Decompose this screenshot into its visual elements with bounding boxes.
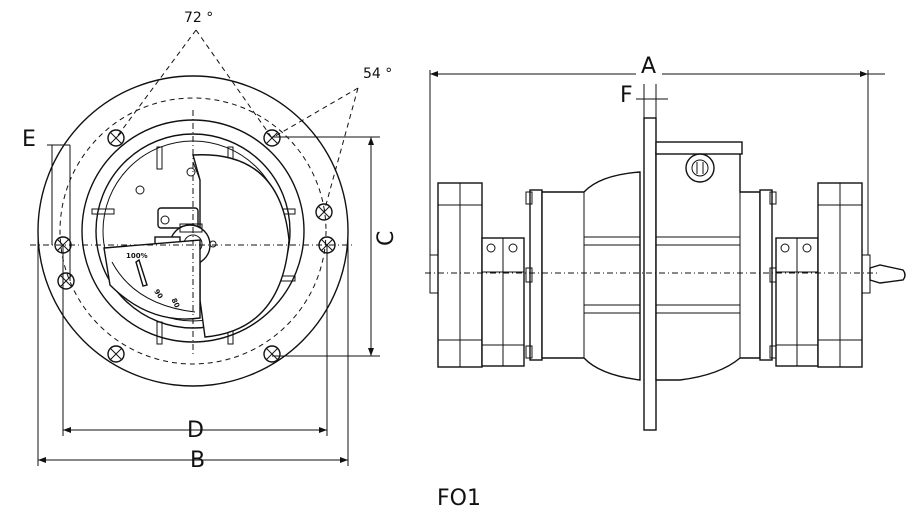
side-view: A F <box>425 54 906 431</box>
dimension-label-e: E <box>22 127 36 152</box>
dimension-b <box>37 231 349 466</box>
angle-label-72: 72 ° <box>184 10 213 26</box>
dimension-label-f: F <box>620 83 633 108</box>
dimension-label-d: D <box>187 418 204 443</box>
center-plate <box>643 117 657 431</box>
gauge-needle <box>135 258 148 287</box>
dimension-e <box>47 144 71 281</box>
angle-guides <box>115 29 359 213</box>
drawing-title: FO1 <box>437 486 481 511</box>
dimension-a <box>429 70 885 255</box>
screw-head-left <box>135 185 145 195</box>
right-body <box>655 151 761 381</box>
dimension-f <box>636 84 668 118</box>
angle-label-54: 54 ° <box>363 66 392 82</box>
handle-lever <box>869 264 906 284</box>
gauge-label-100: 100% <box>126 252 148 260</box>
screw-head <box>186 167 196 177</box>
bolt-circle <box>59 97 327 365</box>
gauge-sector: 100% 90 80 <box>103 239 201 320</box>
left-body <box>541 171 641 381</box>
dimension-c <box>272 136 380 357</box>
dimension-label-a: A <box>641 54 656 79</box>
dimension-label-b: B <box>190 448 205 473</box>
cover-plate <box>192 154 290 338</box>
dimension-label-c: C <box>374 231 399 246</box>
front-view: 100% 90 80 72 ° 54 ° C <box>22 10 399 473</box>
gauge-label-80: 80 <box>170 297 181 309</box>
dimension-d <box>62 245 328 436</box>
gland-nut <box>685 153 715 183</box>
